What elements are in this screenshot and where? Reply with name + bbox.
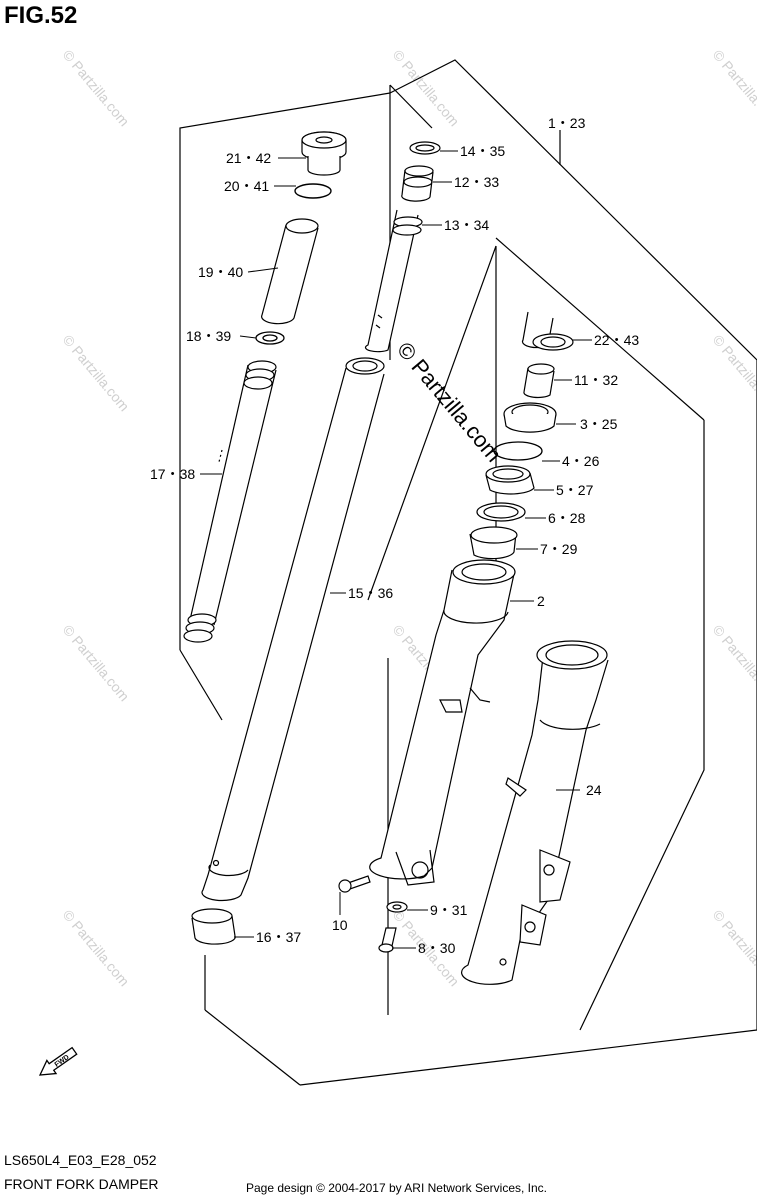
leader-lines (200, 150, 592, 949)
figure-title: FIG.52 (4, 2, 78, 29)
callout-20: 20・41 (224, 178, 269, 194)
callout-14: 14・35 (460, 143, 505, 159)
callout-22: 22・43 (594, 332, 639, 348)
diagram-name: FRONT FORK DAMPER (4, 1176, 159, 1192)
part-11-stopper-ring (523, 363, 555, 399)
part-4-retaining-ring (493, 441, 543, 461)
part-12-rod-top (401, 165, 434, 202)
callout-6: 6・28 (548, 510, 586, 526)
page-credit: Page design © 2004-2017 by ARI Network S… (246, 1181, 548, 1195)
callout-9: 9・31 (430, 902, 468, 918)
watermark: © Partzilla.com (710, 332, 757, 415)
callout-12: 12・33 (454, 174, 499, 190)
assembly-frame (179, 59, 757, 1086)
part-15-damper-cylinder (201, 357, 385, 902)
callout-16: 16・37 (256, 929, 301, 945)
part-8-bolt (378, 927, 397, 953)
part-14-cap-ring (409, 141, 441, 155)
callout-4: 4・26 (562, 453, 600, 469)
watermark: © Partzilla.com (60, 47, 133, 130)
watermark: © Partzilla.com (60, 907, 133, 990)
part-20-o-ring (294, 183, 332, 199)
callout-8: 8・30 (418, 940, 456, 956)
callout-10: 10 (332, 917, 348, 933)
callout-labels: 1・23 21・42 20・41 19・40 18・39 17・38 14・35… (150, 115, 639, 956)
callout-7: 7・29 (540, 541, 578, 557)
part-19-spacer (261, 218, 319, 325)
exploded-parts-diagram: © Partzilla.com © Partzilla.com © Partzi… (38, 47, 757, 1086)
watermark: © Partzilla.com (60, 622, 133, 705)
part-5-bushing (485, 465, 535, 495)
watermark: © Partzilla.com (710, 907, 757, 990)
watermark: © Partzilla.com (710, 622, 757, 705)
part-13-damper-rod (364, 209, 423, 353)
part-7-guide-bushing (469, 526, 518, 560)
part-10-bolt (338, 875, 371, 893)
part-21-fork-cap-bolt (301, 131, 347, 176)
watermark-center: © Partzilla.com (392, 337, 506, 467)
fwd-arrow-icon: FWD (38, 1046, 78, 1076)
diagram-code: LS650L4_E03_E28_052 (4, 1152, 157, 1168)
part-22-dust-seal (521, 311, 574, 351)
part-18-washer (255, 331, 285, 345)
part-2-inner-tube (369, 559, 516, 886)
part-16-collar (191, 908, 236, 945)
callout-18: 18・39 (186, 328, 231, 344)
part-24-outer-tube (461, 640, 609, 985)
callout-19: 19・40 (198, 264, 243, 280)
callout-21: 21・42 (226, 150, 271, 166)
part-17-fork-spring (183, 360, 277, 643)
callout-17: 17・38 (150, 466, 195, 482)
callout-3: 3・25 (580, 416, 618, 432)
callout-2: 2 (537, 593, 545, 609)
part-9-gasket (386, 901, 408, 913)
callout-1: 1・23 (548, 115, 586, 131)
callout-11: 11・32 (574, 372, 618, 388)
part-6-washer (476, 502, 526, 522)
fwd-label: FWD (54, 1054, 71, 1069)
watermark: © Partzilla.com (710, 47, 757, 130)
callout-24: 24 (586, 782, 602, 798)
callout-15: 15・36 (348, 585, 393, 601)
callout-5: 5・27 (556, 482, 594, 498)
part-3-oil-seal (503, 402, 557, 433)
callout-13: 13・34 (444, 217, 489, 233)
watermark: © Partzilla.com (60, 332, 133, 415)
